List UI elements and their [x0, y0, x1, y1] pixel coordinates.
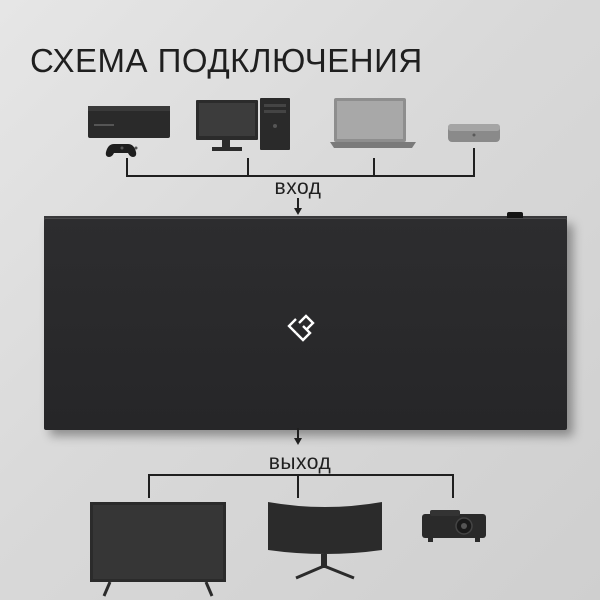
output-label: выход: [268, 451, 332, 474]
input-arrow-line: [297, 198, 299, 210]
output-wire-drop-3: [452, 474, 454, 498]
desktop-pc-icon: [196, 98, 290, 151]
page-title: СХЕМА ПОДКЛЮЧЕНИЯ: [30, 42, 423, 79]
device-power-switch: [507, 212, 523, 219]
output-arrow-head: [294, 438, 302, 445]
matrix-switch-device: [44, 218, 567, 430]
output-arrow-line: [297, 428, 299, 440]
input-wire-drop-1: [126, 158, 128, 176]
input-arrow-head: [294, 208, 302, 215]
output-wire-drop-2: [297, 474, 299, 498]
input-label: вход: [274, 176, 322, 199]
projector-icon: [422, 510, 486, 542]
tv-icon: [90, 502, 226, 597]
media-box-icon: [448, 124, 500, 142]
input-wire-bus: [126, 175, 475, 177]
input-wire-drop-4: [473, 148, 475, 176]
device-top-edge: [44, 216, 567, 219]
input-wire-drop-3: [373, 158, 375, 176]
brand-logo-icon: [287, 314, 315, 342]
game-console-icon: [88, 106, 170, 157]
output-wire-bus: [148, 474, 453, 476]
curved-monitor-icon: [268, 502, 382, 580]
laptop-icon: [330, 98, 416, 148]
input-wire-drop-2: [247, 158, 249, 176]
output-wire-drop-1: [148, 474, 150, 498]
